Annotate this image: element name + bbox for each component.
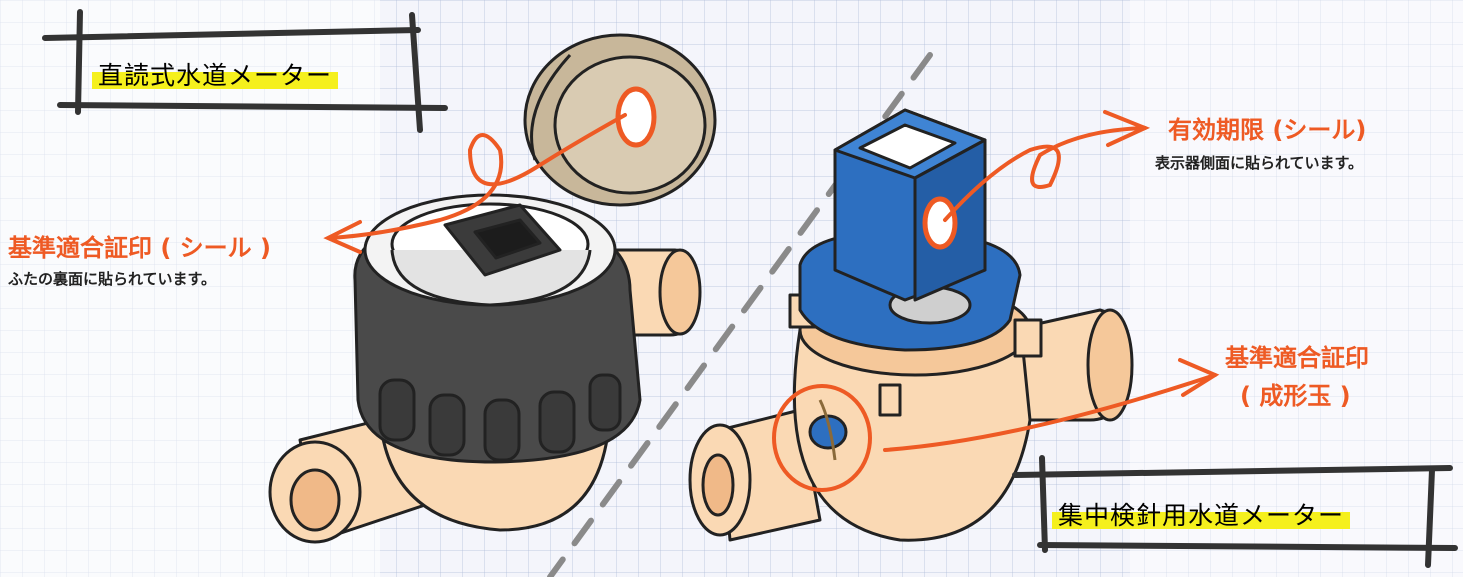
central-reading-meter-title: 集中検針用水道メーター xyxy=(1052,496,1350,532)
direct-reading-meter-illustration xyxy=(270,35,715,542)
left-seal-label: 基準適合証印 ( シール ) xyxy=(8,228,271,263)
direct-reading-meter-title: 直読式水道メーター xyxy=(92,56,338,92)
right-expiry-note: 表示器側面に貼られています。 xyxy=(1155,152,1363,173)
right-expiry-label: 有効期限 (シール) xyxy=(1168,110,1366,145)
right-seal-label-line1: 基準適合証印 xyxy=(1225,338,1369,373)
right-seal-label-line2: ( 成形玉 ) xyxy=(1240,376,1351,411)
right-seal-arrowhead xyxy=(1180,360,1215,395)
left-seal-note: ふたの裏面に貼られています。 xyxy=(8,268,216,289)
